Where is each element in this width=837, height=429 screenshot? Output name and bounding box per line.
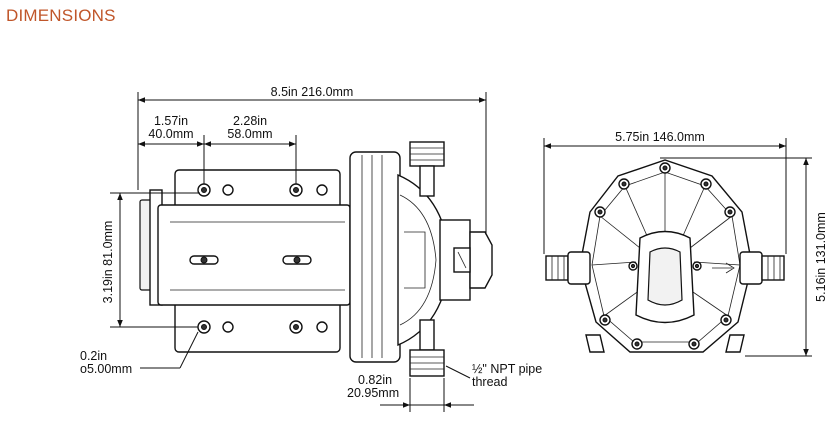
hole-spacing-mm-label: 58.0mm	[227, 127, 272, 141]
right-port	[739, 251, 785, 285]
pump-side-view	[139, 141, 493, 377]
page-heading: DIMENSIONS	[6, 6, 116, 25]
height-label: 5.16in 131.0mm	[814, 212, 828, 302]
hole-dia-in-label: 0.2in	[80, 349, 107, 363]
hole-dia-mm-label: ο5.00mm	[80, 362, 132, 376]
thread-label-line2: thread	[472, 375, 507, 389]
rim-bolts	[594, 162, 736, 350]
bottom-port	[409, 319, 445, 377]
hole-spacing-in-label: 2.28in	[233, 114, 267, 128]
thread-label-line1: ½" NPT pipe	[472, 362, 542, 376]
top-port	[409, 141, 445, 197]
overall-length-label: 8.5in 216.0mm	[271, 85, 354, 99]
port-len-mm-label: 20.95mm	[347, 386, 399, 400]
hole-offset-in-label: 1.57in	[154, 114, 188, 128]
left-port	[545, 251, 591, 285]
pump-front-view	[545, 159, 785, 353]
width-label: 5.75in 146.0mm	[615, 130, 705, 144]
hole-offset-mm-label: 40.0mm	[148, 127, 193, 141]
mount-height-label: 3.19in 81.0mm	[101, 221, 115, 304]
mount-hole	[197, 183, 328, 334]
port-len-in-label: 0.82in	[358, 373, 392, 387]
